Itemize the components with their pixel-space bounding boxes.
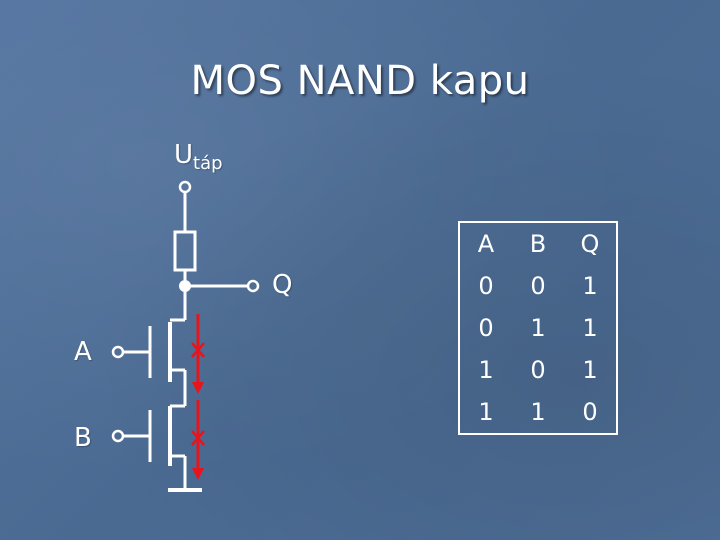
cell-q: 1 bbox=[582, 356, 598, 384]
cell-q: 1 bbox=[582, 272, 598, 300]
cell-q: 0 bbox=[582, 398, 598, 426]
truth-table: A B Q 0 0 1 0 1 1 1 0 1 1 1 0 bbox=[458, 221, 618, 435]
cell-a: 0 bbox=[478, 272, 494, 300]
output-q-label: Q bbox=[272, 270, 293, 300]
cell-a: 1 bbox=[478, 398, 494, 426]
cell-b: 1 bbox=[530, 314, 546, 342]
slide-title: MOS NAND kapu bbox=[190, 58, 530, 104]
supply-voltage-label: Utáp bbox=[174, 140, 223, 174]
supply-voltage-symbol: U bbox=[174, 140, 194, 170]
input-a-terminal bbox=[111, 345, 125, 359]
cell-b: 0 bbox=[530, 356, 546, 384]
output-terminal bbox=[246, 279, 260, 293]
supply-voltage-subscript: táp bbox=[193, 153, 223, 174]
truth-table-row: 0 0 1 bbox=[459, 265, 617, 307]
load-resistor bbox=[173, 230, 197, 272]
current-arrow-b bbox=[191, 400, 205, 480]
input-a-label: A bbox=[74, 337, 92, 367]
header-q: Q bbox=[580, 230, 600, 258]
supply-terminal bbox=[178, 180, 192, 194]
cell-b: 0 bbox=[530, 272, 546, 300]
truth-table-header-row: A B Q bbox=[459, 222, 617, 265]
header-a: A bbox=[477, 230, 495, 258]
cell-b: 1 bbox=[530, 398, 546, 426]
header-b: B bbox=[529, 230, 547, 258]
transistor-b bbox=[111, 404, 185, 466]
truth-table-row: 1 0 1 bbox=[459, 349, 617, 391]
truth-table-row: 0 1 1 bbox=[459, 307, 617, 349]
transistor-a bbox=[111, 318, 185, 382]
cell-q: 1 bbox=[582, 314, 598, 342]
current-arrow-a bbox=[191, 314, 205, 394]
cell-a: 0 bbox=[478, 314, 494, 342]
truth-table-row: 1 1 0 bbox=[459, 391, 617, 434]
input-b-terminal bbox=[111, 429, 125, 443]
input-b-label: B bbox=[74, 423, 92, 453]
cell-a: 1 bbox=[478, 356, 494, 384]
